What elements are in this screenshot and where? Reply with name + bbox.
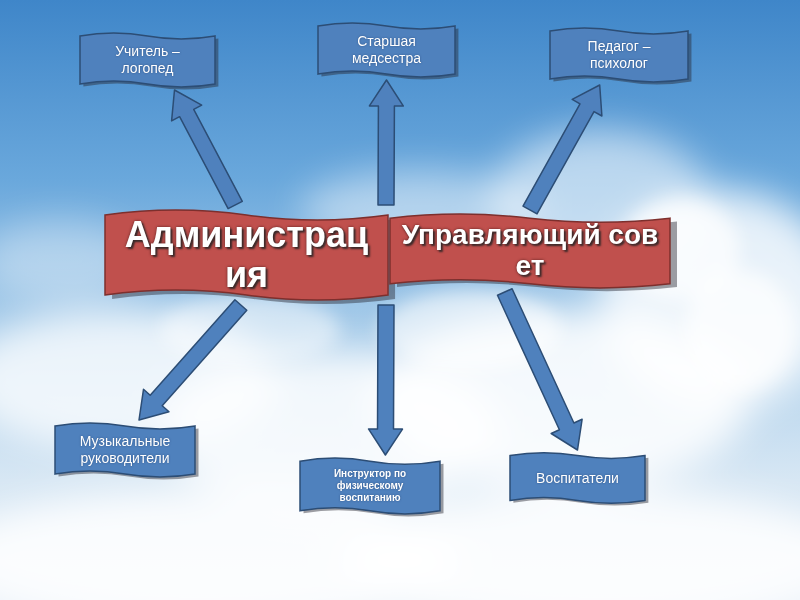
box-text: Учитель – логопед <box>90 43 205 77</box>
scroll-box: Старшая медсестра <box>318 20 455 80</box>
box-text: Педагог – психолог <box>560 38 678 72</box>
scroll-box: Музыкальные руководители <box>55 420 195 480</box>
block-arrow <box>498 289 583 450</box>
box-text: Музыкальные руководители <box>65 433 185 467</box>
banner-box: Администрация <box>105 205 388 305</box>
block-arrow <box>172 90 243 209</box>
block-arrow <box>369 305 403 455</box>
block-arrow <box>369 80 403 205</box>
scroll-box: Инструктор по физическому воспитанию <box>300 455 440 517</box>
box-text: Инструктор по физическому воспитанию <box>310 468 430 504</box>
block-arrow <box>523 85 602 214</box>
scroll-box: Учитель – логопед <box>80 30 215 90</box>
block-arrow <box>139 300 247 420</box>
scroll-box: Педагог – психолог <box>550 25 688 85</box>
box-text: Старшая медсестра <box>328 33 445 67</box>
scroll-box: Воспитатели <box>510 450 645 506</box>
banner-text: Управляющий совет <box>400 220 660 282</box>
banner-text: Администрация <box>115 215 378 294</box>
banner-box: Управляющий совет <box>390 210 670 292</box>
box-text: Воспитатели <box>520 470 635 487</box>
